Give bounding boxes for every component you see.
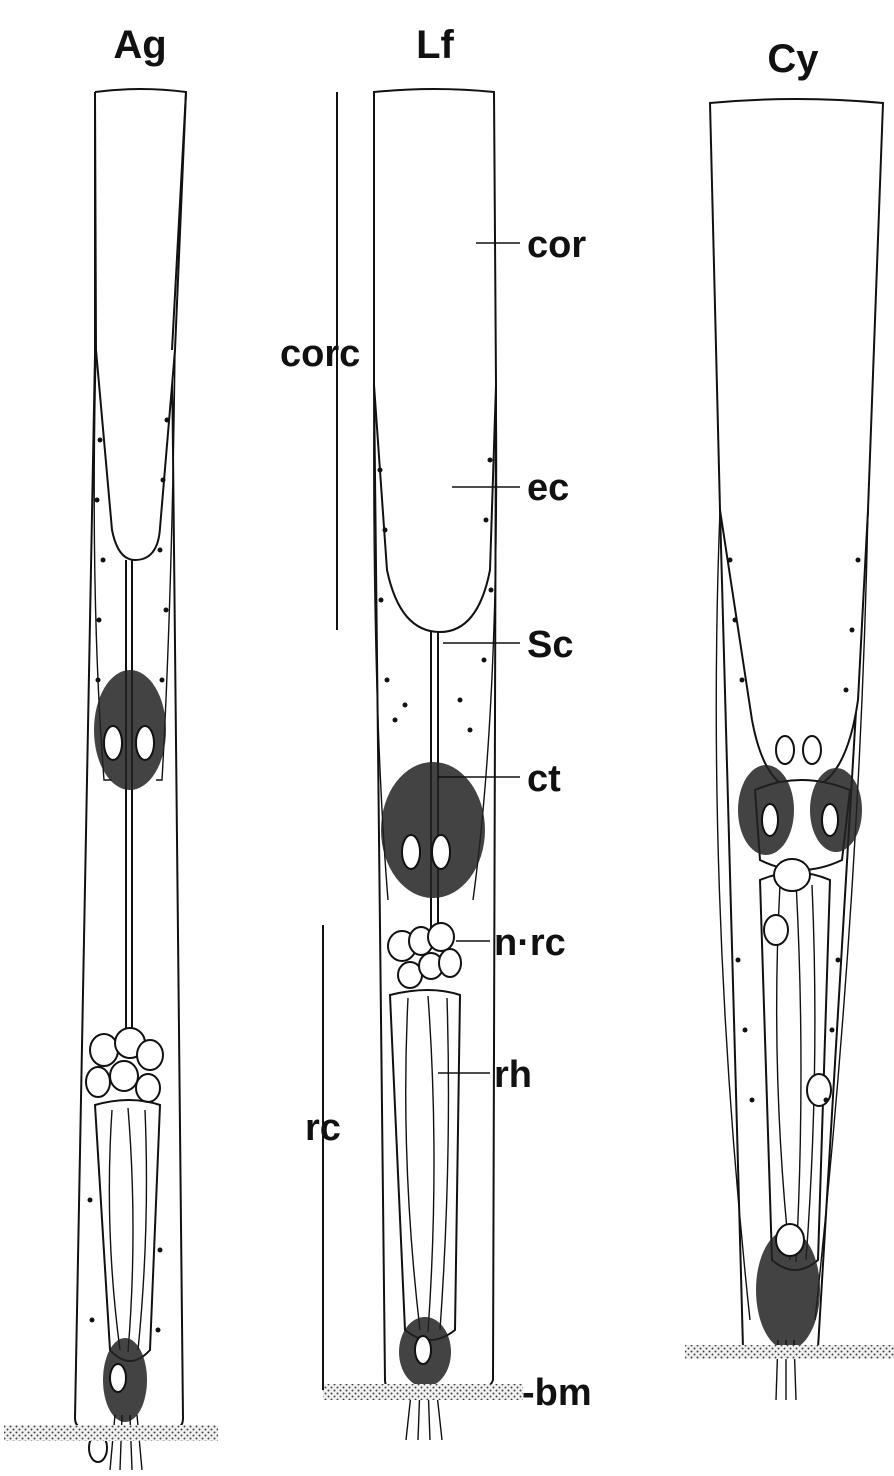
ag-pigment-mass	[94, 670, 166, 790]
label-bm: -bm	[522, 1372, 592, 1414]
lf-basement-membrane	[323, 1384, 523, 1400]
ag-pigment-nucleus-left	[104, 726, 122, 760]
ag-rhabdom	[95, 1100, 160, 1361]
lf-retinula-nuclei	[388, 923, 461, 988]
label-rc: rc	[305, 1107, 341, 1149]
label-corc: corc	[280, 333, 360, 375]
label-rh: rh	[494, 1054, 532, 1096]
ag-crystalline-cone	[96, 350, 175, 560]
label-sc: Sc	[527, 624, 573, 666]
ag-pigment-nucleus-right	[136, 726, 154, 760]
cy-basement-membrane	[685, 1345, 894, 1359]
lf-rhabdom	[390, 990, 460, 1340]
ommatidium-cy	[685, 99, 894, 1400]
lf-crystalline-cone	[374, 385, 496, 632]
ag-retinula-nuclei	[86, 1028, 163, 1102]
column-title-cy: Cy	[767, 37, 819, 81]
lf-basal-pigment	[399, 1317, 451, 1387]
cy-retinula-nuclei	[764, 859, 831, 1106]
cy-basal-pigment	[756, 1224, 820, 1350]
ag-basal-pigment	[89, 1338, 147, 1462]
ommatidium-ag	[4, 89, 218, 1470]
ag-axons	[110, 1415, 142, 1470]
label-ec: ec	[527, 467, 569, 509]
lf-retinula-lines	[406, 996, 449, 1332]
ommatidium-lf: cor corc ec Sc ct n·rc rh rc -bm	[280, 89, 592, 1440]
column-title-ag: Ag	[113, 23, 166, 67]
column-title-lf: Lf	[416, 23, 454, 67]
label-cor: cor	[527, 224, 586, 266]
lf-outer-outline	[374, 89, 496, 1390]
label-nrc: n·rc	[494, 922, 566, 964]
label-ct: ct	[527, 758, 561, 800]
ag-crystalline-tract	[126, 560, 132, 1035]
ag-cornea	[95, 92, 186, 350]
ag-basement-membrane	[4, 1425, 218, 1441]
ag-retinula-lines	[109, 1108, 146, 1352]
lf-pigment-mass	[381, 762, 485, 898]
